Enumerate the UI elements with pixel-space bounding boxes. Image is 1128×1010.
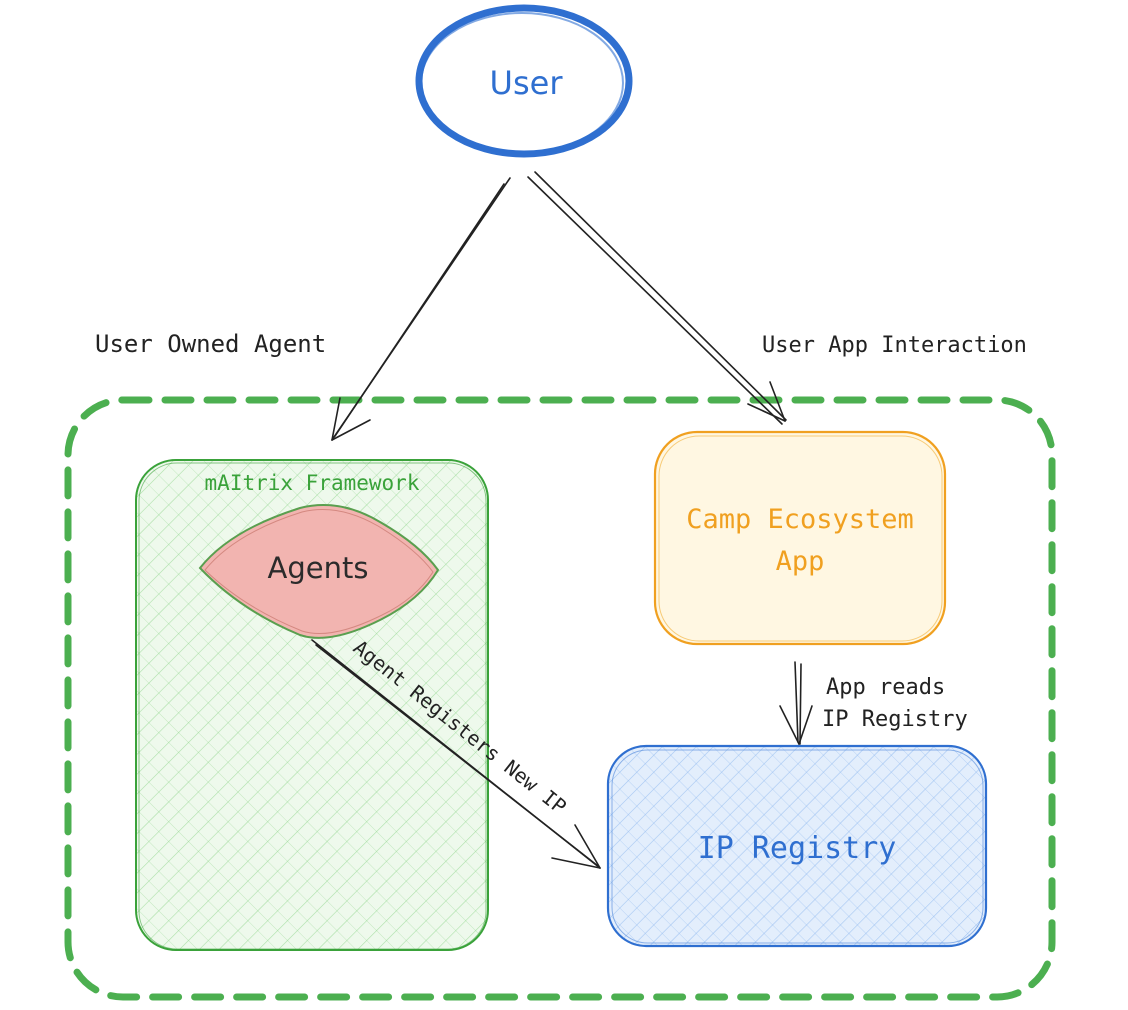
edge-label-user-owned-agent: User Owned Agent — [95, 330, 326, 358]
system-boundary — [64, 396, 1056, 1001]
framework-label: mAItrix Framework — [205, 471, 420, 495]
camp-app-label-line2: App — [776, 546, 825, 577]
ip-registry-label: IP Registry — [698, 831, 897, 866]
camp-app-label-line1: Camp Ecosystem — [686, 504, 914, 535]
edge-user-to-camp-app — [527, 171, 787, 425]
edge-camp-app-to-ip-registry — [779, 661, 813, 745]
ip-registry-node[interactable] — [606, 744, 988, 948]
user-node[interactable] — [415, 4, 633, 158]
edge-label-user-app-interaction: User App Interaction — [762, 333, 1027, 358]
edge-label-app-reads-line1: App reads — [826, 675, 945, 700]
user-label: User — [490, 64, 564, 102]
edge-label-app-reads-line2: IP Registry — [822, 707, 968, 732]
edge-agents-to-ip-registry — [311, 639, 601, 869]
camp-app-node[interactable] — [653, 430, 947, 646]
agents-label: Agents — [268, 551, 369, 585]
agents-node[interactable] — [198, 504, 440, 639]
edge-user-to-agents — [331, 177, 511, 441]
